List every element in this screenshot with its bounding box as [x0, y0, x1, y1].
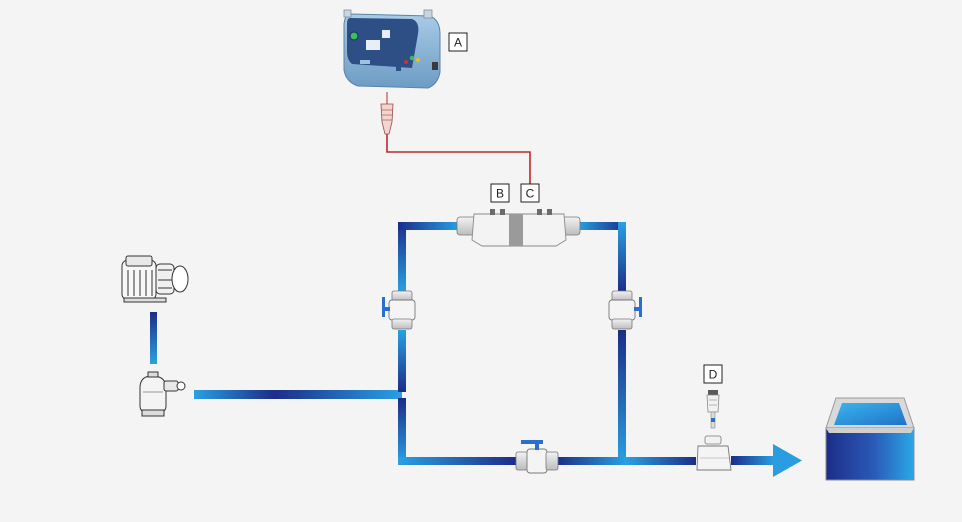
pipe-to-pool	[731, 456, 775, 465]
ball-valve-icon	[382, 290, 416, 330]
label-d: D	[703, 364, 723, 384]
pipe-main-feed	[274, 390, 402, 399]
pipe-left-lower	[398, 398, 406, 464]
label-b: B	[490, 183, 510, 203]
sand-filter-icon	[139, 371, 186, 417]
cable-gland-icon	[380, 92, 394, 135]
pipe-right-lower	[618, 330, 626, 464]
label-b-text: B	[496, 187, 504, 201]
control-unit-icon	[343, 9, 441, 89]
cell-cable	[386, 134, 531, 184]
probe-icon	[706, 390, 720, 429]
pipe-top-left	[398, 222, 460, 230]
pipe-pump-filter	[150, 312, 157, 364]
pipe-right-upper	[618, 222, 626, 292]
pool-icon	[825, 397, 915, 481]
pipe-to-injection	[626, 457, 696, 465]
electrolysis-cell-icon	[456, 209, 581, 247]
flow-arrow-icon	[773, 444, 802, 477]
label-a-text: A	[454, 36, 462, 50]
label-a: A	[448, 32, 468, 52]
ball-valve-icon	[608, 290, 642, 330]
pipe-top-right	[578, 222, 626, 230]
label-d-text: D	[709, 368, 718, 382]
pipe-left-middle	[398, 330, 406, 392]
pipe-bottom-right	[557, 457, 626, 465]
pump-icon	[121, 255, 189, 303]
pipe-bottom-left	[398, 457, 516, 465]
pipe-left-upper	[398, 222, 406, 292]
pipe-filter-outlet	[194, 390, 274, 399]
ball-valve-icon	[515, 440, 559, 474]
injection-point-icon	[696, 435, 732, 471]
label-c-text: C	[526, 187, 535, 201]
label-c: C	[520, 183, 540, 203]
pipe-network	[150, 222, 802, 477]
